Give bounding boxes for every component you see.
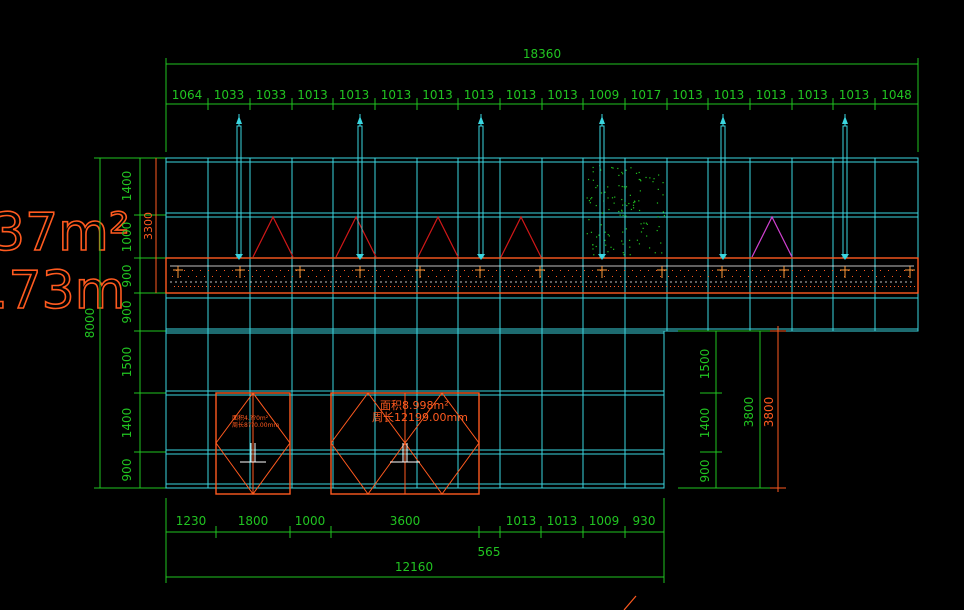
left-dim-900b: 900 bbox=[120, 301, 134, 324]
hanger-rods bbox=[235, 114, 849, 260]
bottom-segment-dimension: 3600 bbox=[390, 514, 421, 528]
area-overlay-text: 37m² .73m bbox=[0, 202, 130, 322]
top-segment-dimension: 1013 bbox=[839, 88, 870, 102]
top-segment-dimension: 1013 bbox=[506, 88, 537, 102]
door-small: 面积4.??0m² 周长8??0.00mm bbox=[215, 392, 291, 495]
top-segment-dimension: 1064 bbox=[172, 88, 203, 102]
bottom-total-dimension: 12160 bbox=[395, 560, 433, 574]
right-total-red: 3800 bbox=[762, 397, 776, 428]
bottom-sub-dimension: 565 bbox=[478, 545, 501, 559]
hatched-panel bbox=[586, 165, 666, 256]
door-large-handle-icon bbox=[390, 443, 420, 463]
left-dimension-chain bbox=[94, 157, 166, 489]
top-segment-dimension: 1013 bbox=[672, 88, 703, 102]
right-dimension-chain bbox=[678, 330, 780, 489]
door-large-perimeter: 周长12199.00mm bbox=[372, 411, 468, 424]
door-large-area: 面积8.998m² bbox=[380, 399, 449, 412]
bottom-segment-dimension: 1009 bbox=[589, 514, 620, 528]
left-dim-900a: 900 bbox=[120, 265, 134, 288]
top-segment-dimension: 1048 bbox=[881, 88, 912, 102]
left-inner-dim-3300: 3300 bbox=[142, 212, 155, 240]
left-dim-1500: 1500 bbox=[120, 347, 134, 378]
stray-cursor-mark bbox=[623, 595, 637, 610]
bottom-segment-dimension: 1013 bbox=[547, 514, 578, 528]
left-total-dimension: 8000 bbox=[83, 308, 97, 339]
bottom-segment-dimension: 1800 bbox=[238, 514, 269, 528]
left-dimension-labels: 8000 1400 1000 900 900 1500 1400 900 330… bbox=[83, 171, 155, 482]
door-small-perimeter: 周长8??0.00mm bbox=[232, 421, 279, 429]
top-segment-dimension: 1013 bbox=[422, 88, 453, 102]
top-segment-dimension: 1017 bbox=[631, 88, 662, 102]
bottom-segment-dimension: 1013 bbox=[506, 514, 537, 528]
top-segment-dimension: 1013 bbox=[547, 88, 578, 102]
door-small-handle-icon bbox=[240, 443, 266, 463]
left-dim-1000: 1000 bbox=[120, 222, 134, 253]
bottom-dimension-chain bbox=[165, 498, 665, 583]
top-segment-dimension: 1013 bbox=[464, 88, 495, 102]
right-dim-900: 900 bbox=[698, 460, 712, 483]
bottom-segment-dimension: 930 bbox=[633, 514, 656, 528]
top-segment-dimension: 1013 bbox=[339, 88, 370, 102]
door-large: 面积8.998m² 周长12199.00mm bbox=[330, 392, 480, 495]
top-segment-dimension: 1013 bbox=[797, 88, 828, 102]
transom-band bbox=[165, 257, 919, 294]
top-segment-dimension: 1033 bbox=[256, 88, 287, 102]
top-segment-dimension: 1013 bbox=[381, 88, 412, 102]
top-segment-dimension: 1013 bbox=[714, 88, 745, 102]
left-dim-1400b: 1400 bbox=[120, 408, 134, 439]
area-overlay-line1: 37m² bbox=[0, 203, 130, 263]
right-dim-1400: 1400 bbox=[698, 408, 712, 439]
top-segment-dimension: 1013 bbox=[297, 88, 328, 102]
left-dim-900c: 900 bbox=[120, 459, 134, 482]
right-dim-1500: 1500 bbox=[698, 349, 712, 380]
top-segment-labels: 1064 1033 1033 1013 1013 1013 1013 1013 1013 1013… bbox=[172, 88, 912, 102]
bottom-segment-dimension: 1000 bbox=[295, 514, 326, 528]
left-dim-1400a: 1400 bbox=[120, 171, 134, 202]
area-overlay-line2: .73m bbox=[0, 261, 125, 321]
top-segment-dimension: 1013 bbox=[756, 88, 787, 102]
bottom-segment-dimension: 1230 bbox=[176, 514, 207, 528]
top-total-dimension: 18360 bbox=[523, 47, 561, 61]
triangle-markers bbox=[252, 215, 793, 258]
bottom-segment-labels: 1230 1800 1000 3600 1013 1013 1009 930 bbox=[176, 514, 656, 528]
top-segment-dimension: 1033 bbox=[214, 88, 245, 102]
top-dimension-chain bbox=[165, 58, 919, 152]
right-dimension-labels: 1500 1400 900 3800 3800 bbox=[698, 349, 776, 483]
facade-grid bbox=[165, 157, 919, 489]
door-small-area: 面积4.??0m² bbox=[232, 414, 269, 422]
top-segment-dimension: 1009 bbox=[589, 88, 620, 102]
right-total-green: 3800 bbox=[742, 397, 756, 428]
